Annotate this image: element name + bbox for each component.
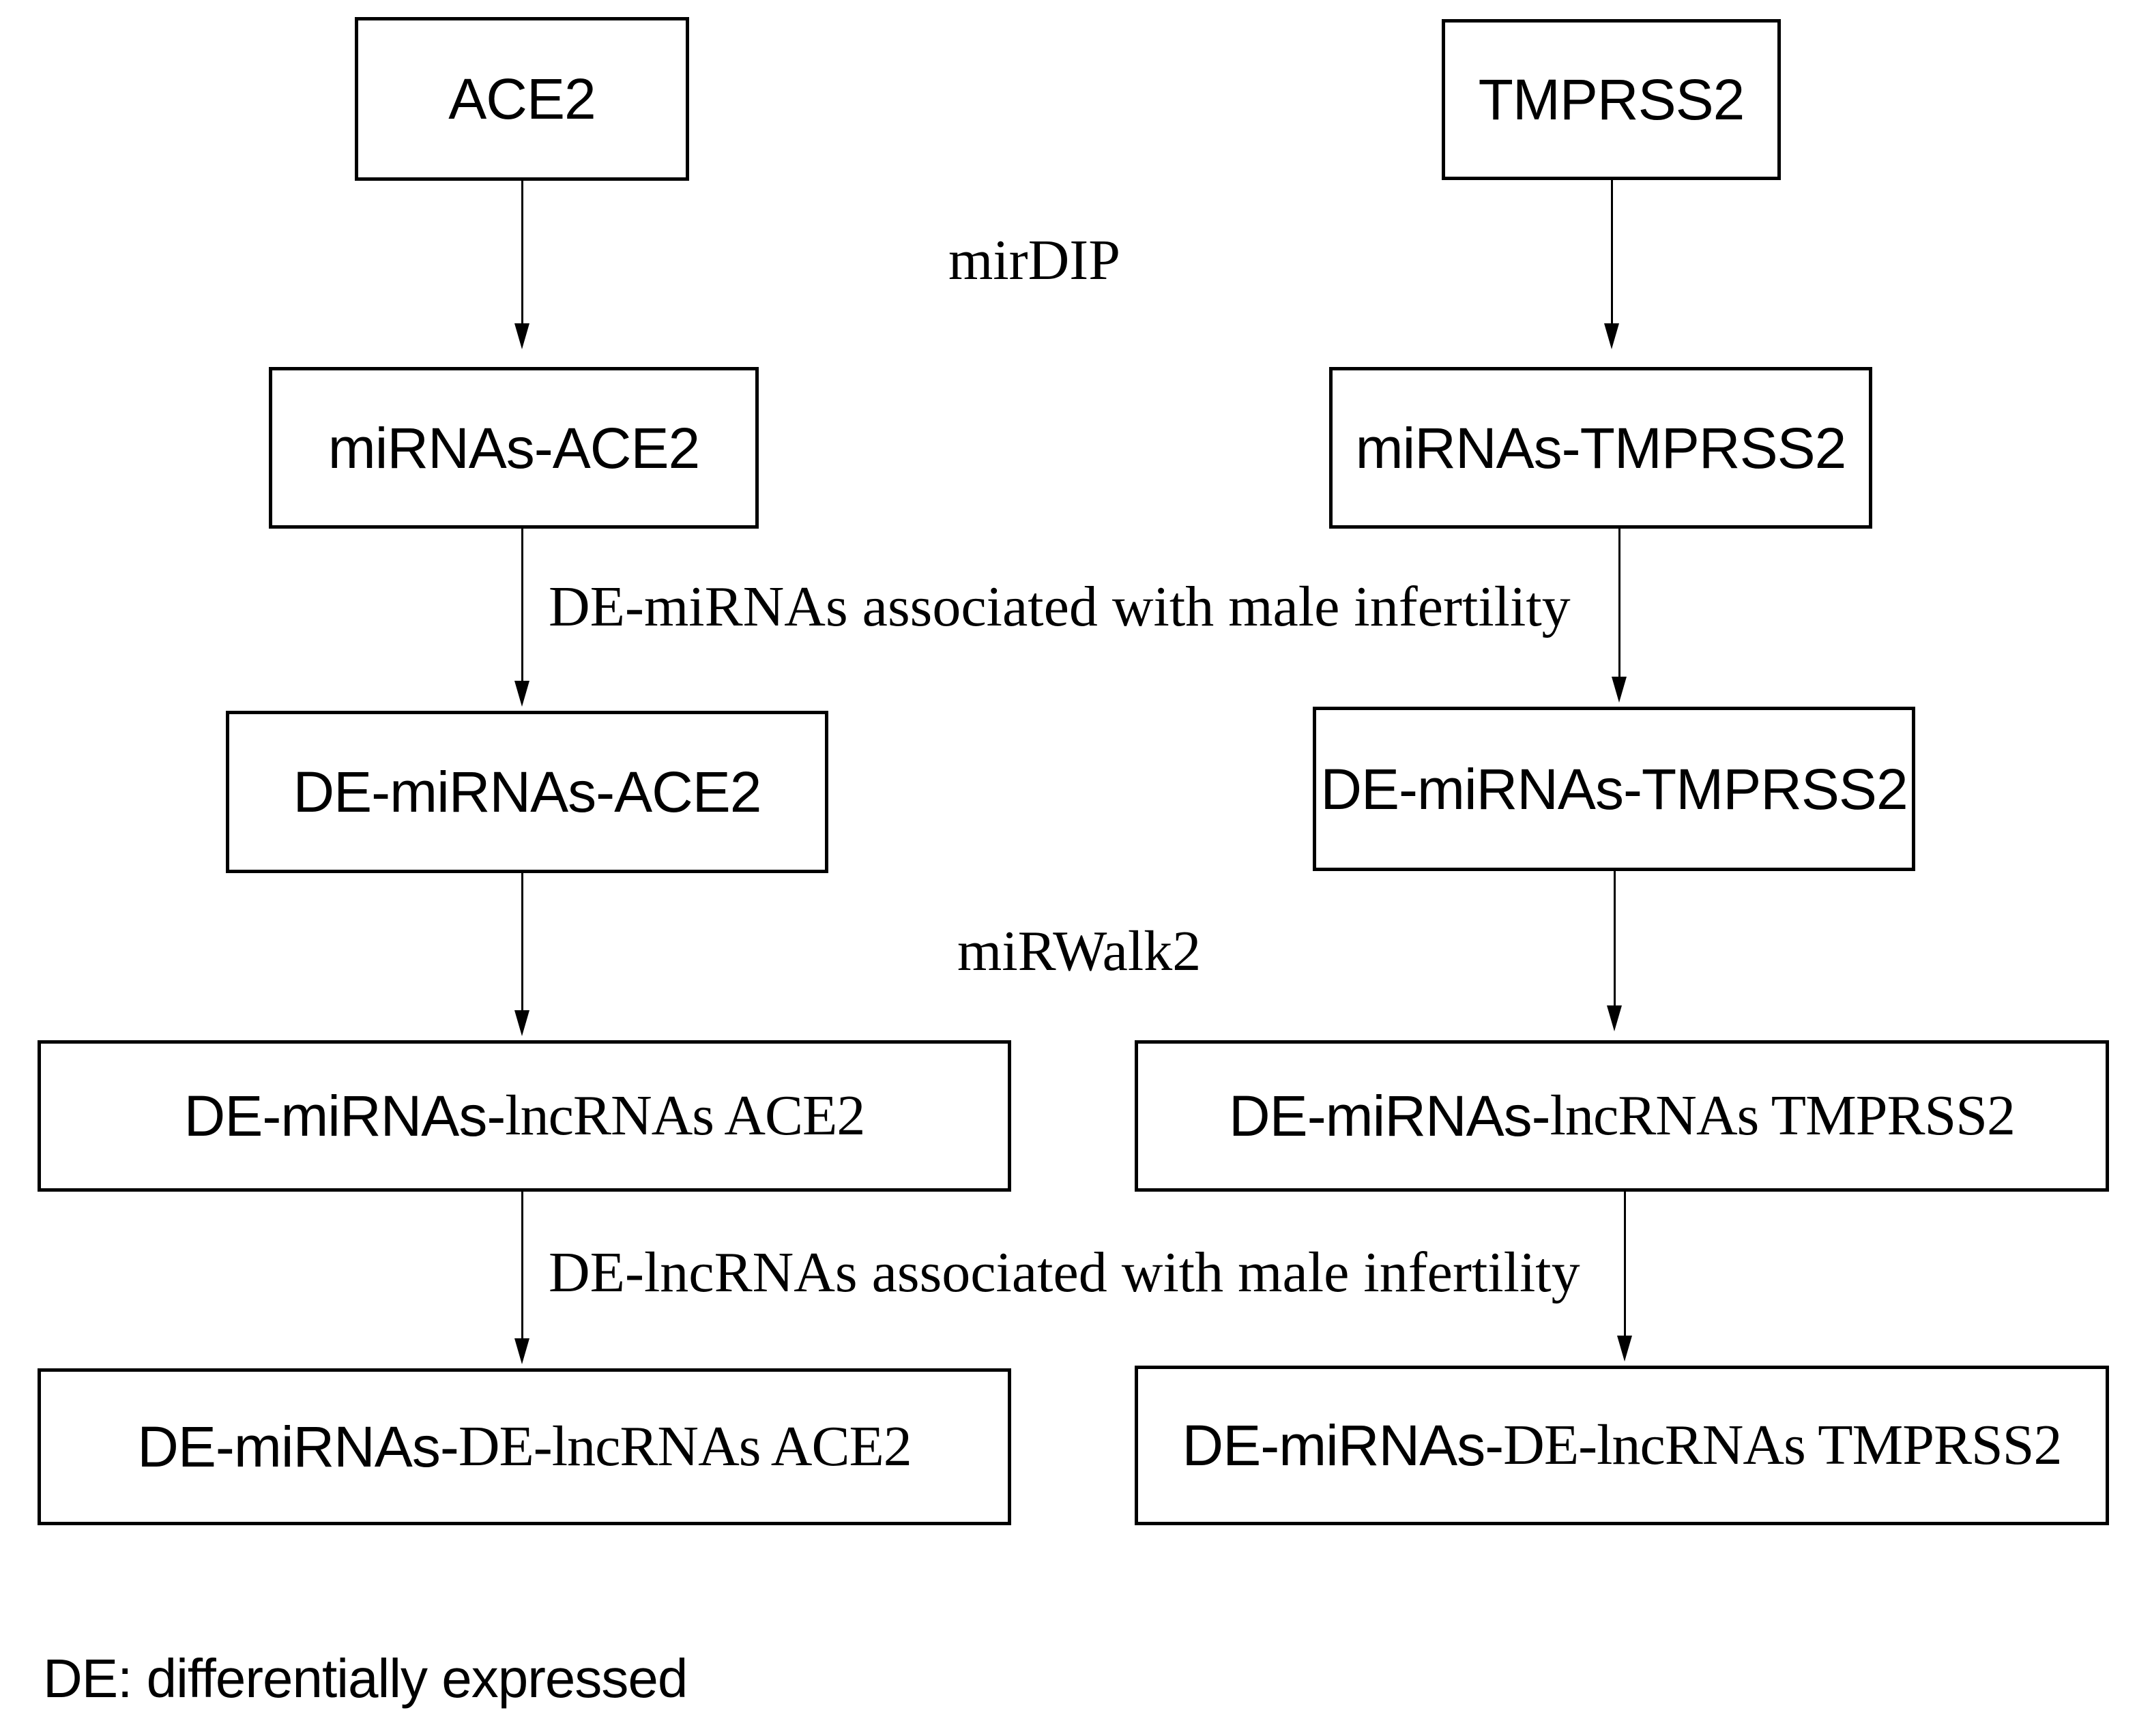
node-de-mirnas-lncrnas-ace2: DE-miRNAs-lncRNAs ACE2 (38, 1040, 1011, 1192)
arrow-de-mirnas-ace2-to-lncrnas-ace2 (514, 873, 530, 1036)
arrow-lncrnas-tmprss2-to-de-lncrnas-tmprss2 (1616, 1192, 1633, 1362)
arrow-lncrnas-ace2-to-de-lncrnas-ace2 (514, 1192, 530, 1364)
node-de-mirnas-de-lncrnas-tmprss2: DE-miRNAs-DE-lncRNAs TMPRSS2 (1135, 1366, 2109, 1525)
arrow-tmprss2-to-mirnas-tmprss2 (1603, 180, 1620, 349)
arrow-head-icon (1617, 1336, 1632, 1362)
arrow-mirnas-tmprss2-to-de-mirnas-tmprss2 (1611, 529, 1627, 703)
node-de-mirnas-lncrnas-ace2-label-part2: lncRNAs ACE2 (505, 1084, 865, 1147)
arrow-line (1623, 1192, 1626, 1336)
node-de-mirnas-ace2: DE-miRNAs-ACE2 (226, 711, 828, 873)
node-de-mirnas-lncrnas-tmprss2-label-part1: DE-miRNAs- (1229, 1084, 1551, 1148)
label-mirwalk2: miRWalk2 (957, 920, 1202, 983)
node-ace2-label: ACE2 (448, 67, 596, 131)
arrow-line (521, 1192, 523, 1338)
node-de-mirnas-de-lncrnas-tmprss2-label-part2: DE-lncRNAs TMPRSS2 (1503, 1413, 2062, 1477)
node-de-mirnas-tmprss2: DE-miRNAs-TMPRSS2 (1313, 707, 1915, 871)
node-ace2: ACE2 (355, 17, 689, 181)
node-de-mirnas-de-lncrnas-ace2-label-part1: DE-miRNAs- (137, 1415, 459, 1479)
arrow-head-icon (514, 681, 529, 707)
node-mirnas-ace2: miRNAs-ACE2 (269, 367, 759, 529)
footnote: DE: differentially expressed (43, 1648, 688, 1709)
arrow-head-icon (514, 323, 529, 349)
node-tmprss2: TMPRSS2 (1442, 19, 1781, 180)
node-de-mirnas-de-lncrnas-tmprss2-label-part1: DE-miRNAs- (1182, 1413, 1504, 1477)
node-de-mirnas-de-lncrnas-ace2-label-part2: DE-lncRNAs ACE2 (458, 1415, 912, 1478)
arrow-ace2-to-mirnas-ace2 (514, 181, 530, 349)
node-de-mirnas-tmprss2-label: DE-miRNAs-TMPRSS2 (1320, 756, 1908, 821)
arrow-line (1610, 180, 1613, 323)
arrow-head-icon (1607, 1005, 1622, 1031)
arrow-line (521, 529, 523, 681)
arrow-line (521, 181, 523, 323)
arrow-head-icon (514, 1338, 529, 1364)
arrow-mirnas-ace2-to-de-mirnas-ace2 (514, 529, 530, 707)
node-tmprss2-label: TMPRSS2 (1478, 68, 1745, 132)
node-mirnas-ace2-label: miRNAs-ACE2 (328, 415, 700, 480)
node-de-mirnas-lncrnas-tmprss2-label-part2: lncRNAs TMPRSS2 (1550, 1084, 2016, 1147)
arrow-de-mirnas-tmprss2-to-lncrnas-tmprss2 (1606, 871, 1623, 1031)
arrow-line (1618, 529, 1620, 677)
arrow-line (1613, 871, 1616, 1005)
node-de-mirnas-lncrnas-ace2-label-part1: DE-miRNAs- (184, 1084, 506, 1148)
arrow-head-icon (1612, 677, 1627, 703)
label-de-mirnas-male-infertility: DE-miRNAs associated with male infertili… (549, 575, 1571, 638)
node-de-mirnas-lncrnas-tmprss2: DE-miRNAs-lncRNAs TMPRSS2 (1135, 1040, 2109, 1192)
node-mirnas-tmprss2-label: miRNAs-TMPRSS2 (1355, 415, 1847, 480)
arrow-head-icon (514, 1010, 529, 1036)
node-mirnas-tmprss2: miRNAs-TMPRSS2 (1329, 367, 1872, 529)
arrow-head-icon (1604, 323, 1619, 349)
label-de-lncrnas-male-infertility: DE-lncRNAs associated with male infertil… (549, 1241, 1580, 1304)
label-mirdip: mirDIP (948, 229, 1120, 292)
node-de-mirnas-de-lncrnas-ace2: DE-miRNAs-DE-lncRNAs ACE2 (38, 1368, 1011, 1525)
arrow-line (521, 873, 523, 1010)
node-de-mirnas-ace2-label: DE-miRNAs-ACE2 (293, 760, 761, 824)
